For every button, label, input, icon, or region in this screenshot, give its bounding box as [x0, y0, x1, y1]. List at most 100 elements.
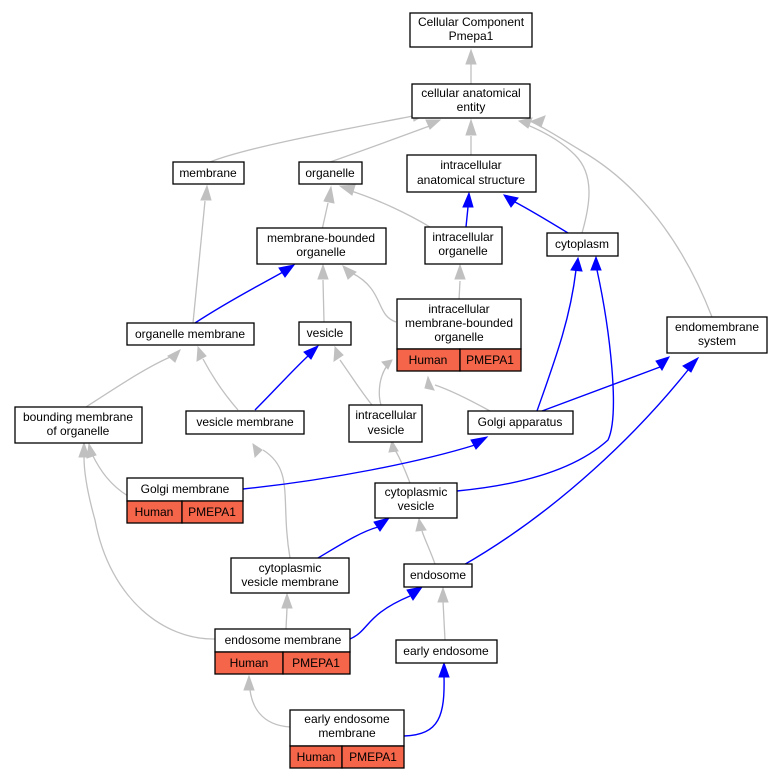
node-cellular-anatomical-entity[interactable]: cellular anatomical entity	[411, 83, 531, 119]
node-cytoplasmic-vesicle-membrane[interactable]: cytoplasmic vesicle membrane	[230, 557, 350, 594]
node-organelle-membrane[interactable]: organelle membrane	[126, 322, 255, 346]
svg-text:endosome membrane: endosome membrane	[225, 633, 342, 647]
svg-text:organelle: organelle	[434, 330, 484, 344]
svg-text:endomembrane: endomembrane	[675, 320, 759, 334]
edge-gm-to-ga	[242, 444, 476, 490]
node-golgi-apparatus[interactable]: Golgi apparatus	[467, 410, 574, 435]
svg-text:Human: Human	[409, 353, 448, 367]
node-label-line: Golgi apparatus	[478, 415, 563, 429]
edge-bmo-to-om	[85, 354, 176, 408]
edge-io-to-organelle	[347, 189, 431, 228]
node-intracellular-membrane-bounded-organelle[interactable]: intracellular membrane-bounded organelle…	[396, 298, 522, 372]
edge-om-to-mbo	[194, 271, 284, 324]
edge-em-to-bmo	[83, 456, 216, 640]
node-endosome[interactable]: endosome	[403, 563, 473, 588]
node-intracellular-anatomical-structure[interactable]: intracellular anatomical structure	[406, 154, 537, 193]
svg-text:organelle: organelle	[296, 245, 346, 259]
node-organelle[interactable]: organelle	[298, 161, 363, 185]
node-membrane[interactable]: membrane	[172, 161, 245, 185]
svg-text:cellular anatomical: cellular anatomical	[421, 86, 520, 100]
edge-iv-to-vesicle	[339, 359, 373, 406]
node-label-line: organelle membrane	[135, 327, 245, 341]
node-label-line: vesicle membrane	[196, 415, 294, 429]
arrowhead	[303, 344, 320, 360]
arrowhead	[200, 184, 212, 201]
arrowhead	[465, 48, 477, 65]
node-label-line: intracellular	[440, 158, 501, 172]
svg-text:of organelle: of organelle	[47, 424, 110, 438]
node-bounding-membrane-of-organelle[interactable]: bounding membrane of organelle	[14, 406, 143, 444]
node-vesicle-membrane[interactable]: vesicle membrane	[185, 410, 305, 435]
edge-cytoplasm-to-cae	[524, 123, 590, 234]
svg-text:system: system	[698, 334, 736, 348]
svg-text:vesicle: vesicle	[398, 499, 435, 513]
edge-vesicle-to-organelle	[322, 279, 325, 323]
annotation-row: Human PMEPA1	[214, 651, 351, 675]
node-vesicle[interactable]: vesicle	[298, 321, 352, 346]
annotation-row: Human PMEPA1	[126, 500, 244, 524]
node-label-line: cytoplasmic	[259, 561, 322, 575]
node-golgi-membrane[interactable]: Golgi membrane Human PMEPA1	[126, 477, 244, 524]
svg-text:Human: Human	[230, 656, 269, 670]
svg-text:intracellular: intracellular	[428, 302, 489, 316]
edge-ee-to-endosome	[442, 600, 446, 641]
node-membrane-bounded-organelle[interactable]: membrane-bounded organelle	[256, 227, 387, 265]
node-label-line: endomembrane	[675, 320, 759, 334]
node-label-line: Golgi membrane	[141, 482, 230, 496]
node-label-line: early endosome	[304, 712, 390, 726]
arrowhead	[424, 375, 435, 391]
arrowhead	[437, 586, 449, 603]
svg-text:organelle membrane: organelle membrane	[135, 327, 245, 341]
graph-edges	[83, 64, 713, 737]
node-label-line: intracellular	[428, 302, 489, 316]
svg-text:entity: entity	[457, 100, 486, 114]
annotation-species: Human	[297, 750, 336, 764]
svg-text:vesicle: vesicle	[368, 423, 405, 437]
node-label-line: vesicle membrane	[241, 575, 339, 589]
annotation-species: Human	[135, 505, 174, 519]
node-label-line: intracellular	[432, 230, 493, 244]
svg-text:membrane-bounded: membrane-bounded	[405, 316, 513, 330]
node-label-line: endosome	[410, 568, 466, 582]
arrowhead	[590, 255, 602, 271]
arrowhead	[570, 256, 583, 272]
arrowhead	[425, 119, 442, 130]
annotation-row: Human PMEPA1	[396, 348, 522, 372]
node-endosome-membrane[interactable]: endosome membrane Human PMEPA1	[214, 628, 351, 675]
arrowhead	[167, 348, 181, 363]
node-endomembrane-system[interactable]: endomembrane system	[666, 316, 768, 354]
annotation-gene: PMEPA1	[188, 505, 236, 519]
edge-vm-to-vesicle	[254, 355, 309, 411]
node-early-endosome-membrane[interactable]: early endosome membrane Human PMEPA1	[289, 709, 405, 769]
edge-imbo-to-io	[458, 280, 461, 301]
edge-endomembrane-to-cae	[529, 120, 713, 318]
arrowhead	[373, 517, 391, 532]
svg-text:intracellular: intracellular	[432, 230, 493, 244]
arrowhead	[252, 442, 263, 459]
arrowhead	[406, 586, 424, 601]
node-intracellular-vesicle[interactable]: intracellular vesicle	[348, 404, 423, 443]
edge-eem-to-ee	[403, 674, 445, 737]
svg-text:PMEPA1: PMEPA1	[188, 505, 236, 519]
node-intracellular-organelle[interactable]: intracellular organelle	[424, 226, 503, 265]
node-cytoplasm[interactable]: cytoplasm	[546, 232, 619, 257]
node-label-line: vesicle	[368, 423, 405, 437]
node-label-line: membrane-bounded	[267, 231, 375, 245]
node-label-line: cytoplasm	[555, 237, 609, 251]
arrowhead	[278, 264, 296, 278]
node-label-line: vesicle	[398, 499, 435, 513]
node-label-line: Cellular Component	[418, 15, 525, 29]
svg-text:Human: Human	[297, 750, 336, 764]
node-label-line: Pmepa1	[449, 29, 494, 43]
node-label-line: organelle	[434, 330, 484, 344]
node-cellular-component-pmepa1[interactable]: Cellular Component Pmepa1	[409, 12, 533, 48]
edge-em-to-cvm	[285, 607, 288, 630]
node-early-endosome[interactable]: early endosome	[395, 639, 498, 664]
edge-cvm-to-vm	[262, 449, 291, 559]
node-label-line: organelle	[305, 166, 355, 180]
edge-cv-to-iv	[394, 449, 411, 484]
svg-text:vesicle membrane: vesicle membrane	[196, 415, 294, 429]
arrowhead	[682, 356, 700, 373]
node-cytoplasmic-vesicle[interactable]: cytoplasmic vesicle	[374, 482, 458, 519]
